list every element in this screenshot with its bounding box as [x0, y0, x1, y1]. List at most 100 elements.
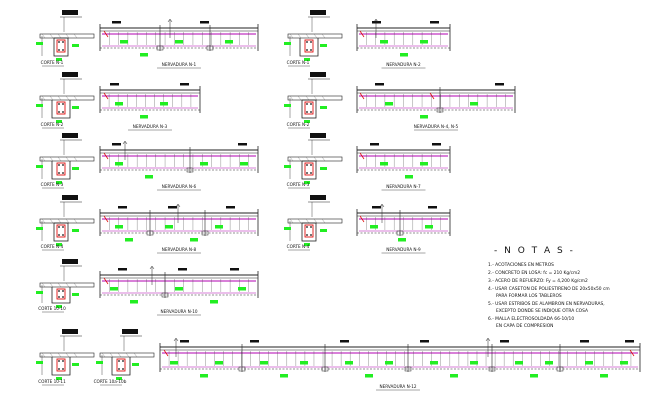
- callout-arrow: [485, 337, 491, 342]
- rebar-tag: [115, 162, 123, 166]
- rebar-tag: [430, 361, 438, 365]
- slab-hatch: [41, 33, 46, 39]
- rebar-tag: [370, 225, 378, 229]
- rebar-dot: [306, 172, 308, 174]
- rebar-tag: [304, 120, 310, 123]
- section-label: CORTE N-4: [287, 244, 310, 249]
- section-title-bar: [310, 133, 326, 138]
- slab-hatch: [73, 95, 78, 101]
- note-line: 6.- MALLA ELECTROSOLDADA 66-10/10: [488, 316, 574, 322]
- slab-hatch: [297, 95, 302, 101]
- rebar-tag: [545, 361, 553, 365]
- rebar-tag: [380, 40, 388, 44]
- slab-hatch: [73, 33, 78, 39]
- dimension-block: [110, 83, 119, 86]
- callout-arrow: [173, 337, 179, 342]
- rebar-tag: [96, 361, 103, 364]
- stirrup: [56, 101, 66, 115]
- stirrup: [56, 358, 66, 372]
- rebar-dot: [306, 49, 308, 51]
- rebar-tag: [72, 167, 79, 170]
- dimension-block: [226, 206, 235, 209]
- section-title-bar: [62, 72, 78, 77]
- rebar-tag: [225, 40, 233, 44]
- notes-title: - N O T A S -: [494, 246, 575, 256]
- dimension-block: [430, 21, 439, 24]
- slab-hatch: [289, 95, 294, 101]
- accent-mark: [103, 215, 109, 223]
- rebar-tag: [36, 42, 43, 45]
- dimension-block: [112, 21, 121, 24]
- slab-hatch: [73, 282, 78, 288]
- rebar-tag: [36, 227, 43, 230]
- section-title-bar: [62, 10, 78, 15]
- slab-hatch: [297, 218, 302, 224]
- slab-hatch: [65, 218, 70, 224]
- dimension-block: [118, 268, 127, 271]
- slab-hatch: [57, 218, 62, 224]
- column-stub: [201, 230, 209, 236]
- rib-outline: [51, 357, 71, 376]
- rebar-tag: [170, 361, 178, 365]
- slab-hatch: [49, 282, 54, 288]
- dimension-block: [238, 143, 247, 146]
- rebar-dot: [306, 103, 308, 105]
- rebar-tag: [215, 225, 223, 229]
- rebar-tag: [56, 120, 62, 123]
- section-label: CORTE 10-10: [38, 306, 66, 311]
- slab-hatch: [321, 218, 326, 224]
- rebar-dot: [310, 111, 312, 113]
- rebar-dot: [306, 226, 308, 228]
- slab-outline: [39, 156, 95, 162]
- slab-hatch: [57, 33, 62, 39]
- dimension-block: [178, 268, 187, 271]
- rebar-tag: [36, 104, 43, 107]
- rebar-dot: [310, 164, 312, 166]
- rebar-tag: [530, 374, 538, 378]
- rebar-tag: [284, 104, 291, 107]
- note-line: 4.- USAR CASETON DE POLIESTIRENO DE 20x5…: [488, 286, 610, 292]
- section-title-bar: [310, 195, 326, 200]
- rebar-dot: [58, 49, 60, 51]
- rebar-tag: [280, 374, 288, 378]
- rebar-tag: [304, 58, 310, 61]
- column-stub: [206, 45, 214, 51]
- slab-hatch: [109, 352, 114, 358]
- rebar-dot: [310, 103, 312, 105]
- beam-label: NERVADURA N-12: [379, 384, 416, 389]
- rebar-tag: [365, 374, 373, 378]
- rebar-dot: [62, 172, 64, 174]
- rebar-tag: [425, 225, 433, 229]
- column-stub: [238, 366, 246, 372]
- note-line: EXCEPTO DONDE SE INDIQUE OTRA COSA: [496, 308, 588, 314]
- section-label: CORTE N-2: [287, 122, 310, 127]
- rib-outline: [111, 357, 131, 376]
- callout-arrow: [122, 140, 128, 145]
- beam-label: NERVADURA N-6: [162, 184, 197, 189]
- slab-hatch: [313, 218, 318, 224]
- rebar-tag: [284, 165, 291, 168]
- column-stub: [556, 366, 564, 372]
- slab-hatch: [65, 156, 70, 162]
- slab-hatch: [49, 95, 54, 101]
- rebar-tag: [284, 42, 291, 45]
- rebar-dot: [58, 111, 60, 113]
- slab-hatch: [57, 282, 62, 288]
- column-stub: [186, 167, 194, 173]
- dimension-block: [500, 340, 509, 343]
- rebar-tag: [200, 162, 208, 166]
- stirrup: [304, 101, 314, 115]
- stirrup: [304, 39, 314, 53]
- accent-mark: [103, 277, 109, 285]
- rebar-dot: [58, 226, 60, 228]
- slab-hatch: [49, 33, 54, 39]
- beam-label: NERVADURA N-7: [386, 184, 421, 189]
- beam-label: NERVADURA N-4, N-5: [414, 124, 459, 129]
- rebar-tag: [420, 115, 428, 119]
- rebar-dot: [62, 164, 64, 166]
- rebar-tag: [145, 175, 153, 179]
- slab-hatch: [313, 95, 318, 101]
- rebar-tag: [56, 58, 62, 61]
- rebar-tag: [56, 181, 62, 184]
- rebar-dot: [58, 234, 60, 236]
